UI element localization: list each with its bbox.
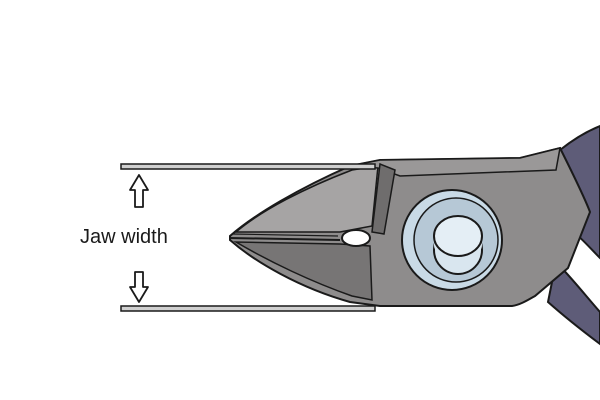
- up-arrow-icon: [129, 174, 149, 208]
- measurement-guides: [120, 163, 376, 312]
- jaw-upper-bevel: [233, 165, 379, 233]
- jaw-groove: [371, 162, 396, 235]
- lower-handle: [546, 259, 600, 346]
- cutting-edge-upper: [231, 233, 339, 237]
- cutting-edge: [229, 237, 341, 241]
- down-arrow-icon: [129, 271, 149, 303]
- top-guide-line: [120, 163, 376, 170]
- jaw-hole: [341, 229, 371, 247]
- cutter-jaw-illustration: [229, 146, 592, 307]
- jaw-lower-bevel: [233, 241, 373, 301]
- bottom-guide-line: [120, 305, 376, 312]
- pivot-rivet-icon: [401, 189, 503, 291]
- jaw-width-label: Jaw width: [80, 226, 168, 248]
